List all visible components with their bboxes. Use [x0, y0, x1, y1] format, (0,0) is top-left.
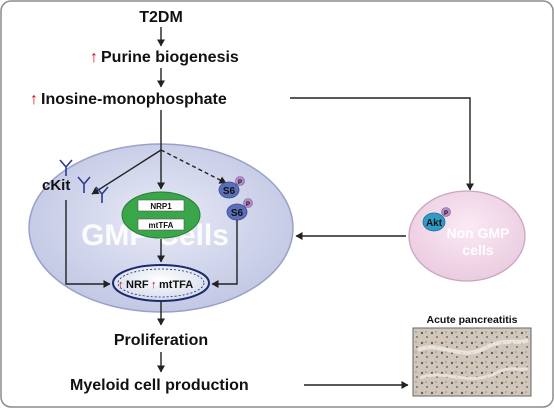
phospho-icon [235, 176, 245, 186]
arrow-s6-to-nucleus [211, 220, 238, 288]
svg-text:S6: S6 [231, 208, 244, 219]
up-arrow-purine: ↑ [90, 49, 98, 66]
nucleus-mttfa-label: mtTFA [159, 279, 193, 291]
mttfa-complex-label: mtTFA [149, 221, 174, 230]
proliferation-label: Proliferation [114, 332, 208, 349]
non-gmp-label-line2: cells [462, 242, 493, 258]
arrow-imp-to-ckit [91, 149, 162, 195]
up-arrow-nrf: ↑ [118, 279, 124, 291]
nrp1-mttfa-complex: NRP1 mtTFA [121, 191, 201, 239]
inset-title: Acute pancreatitis [426, 314, 517, 326]
up-arrow-imp: ↑ [30, 91, 38, 108]
imp-label: Inosine-monophosphate [41, 91, 227, 108]
nrf-label: NRF [126, 279, 149, 291]
svg-text:Akt: Akt [426, 218, 443, 229]
myeloid-label: Myeloid cell production [70, 377, 249, 394]
arrow-ckit-to-nucleus [65, 200, 111, 288]
ckit-receptor-icons [59, 159, 109, 203]
arrow-imp-to-non-gmp [290, 97, 474, 191]
s6-molecule-a: S6 P [218, 176, 245, 199]
nucleus [112, 264, 210, 302]
svg-text:P: P [444, 211, 448, 217]
akt-molecule: Akt P [422, 207, 451, 232]
t2dm-label: T2DM [139, 9, 183, 26]
nrp1-label: NRP1 [150, 202, 172, 211]
purine-label: Purine biogenesis [101, 49, 239, 66]
up-arrow-mttfa: ↑ [151, 279, 157, 291]
ckit-label: cKit [42, 177, 70, 194]
phospho-icon [243, 198, 253, 208]
non-gmp-label-line1: Non GMP [447, 225, 510, 241]
svg-text:P: P [246, 202, 250, 208]
svg-text:S6: S6 [223, 186, 236, 197]
phospho-icon [441, 207, 451, 217]
arrow-imp-to-s6 [160, 149, 227, 184]
svg-text:P: P [238, 180, 242, 186]
pancreatitis-histology-image [412, 327, 532, 397]
s6-molecule-b: S6 P [226, 198, 253, 221]
